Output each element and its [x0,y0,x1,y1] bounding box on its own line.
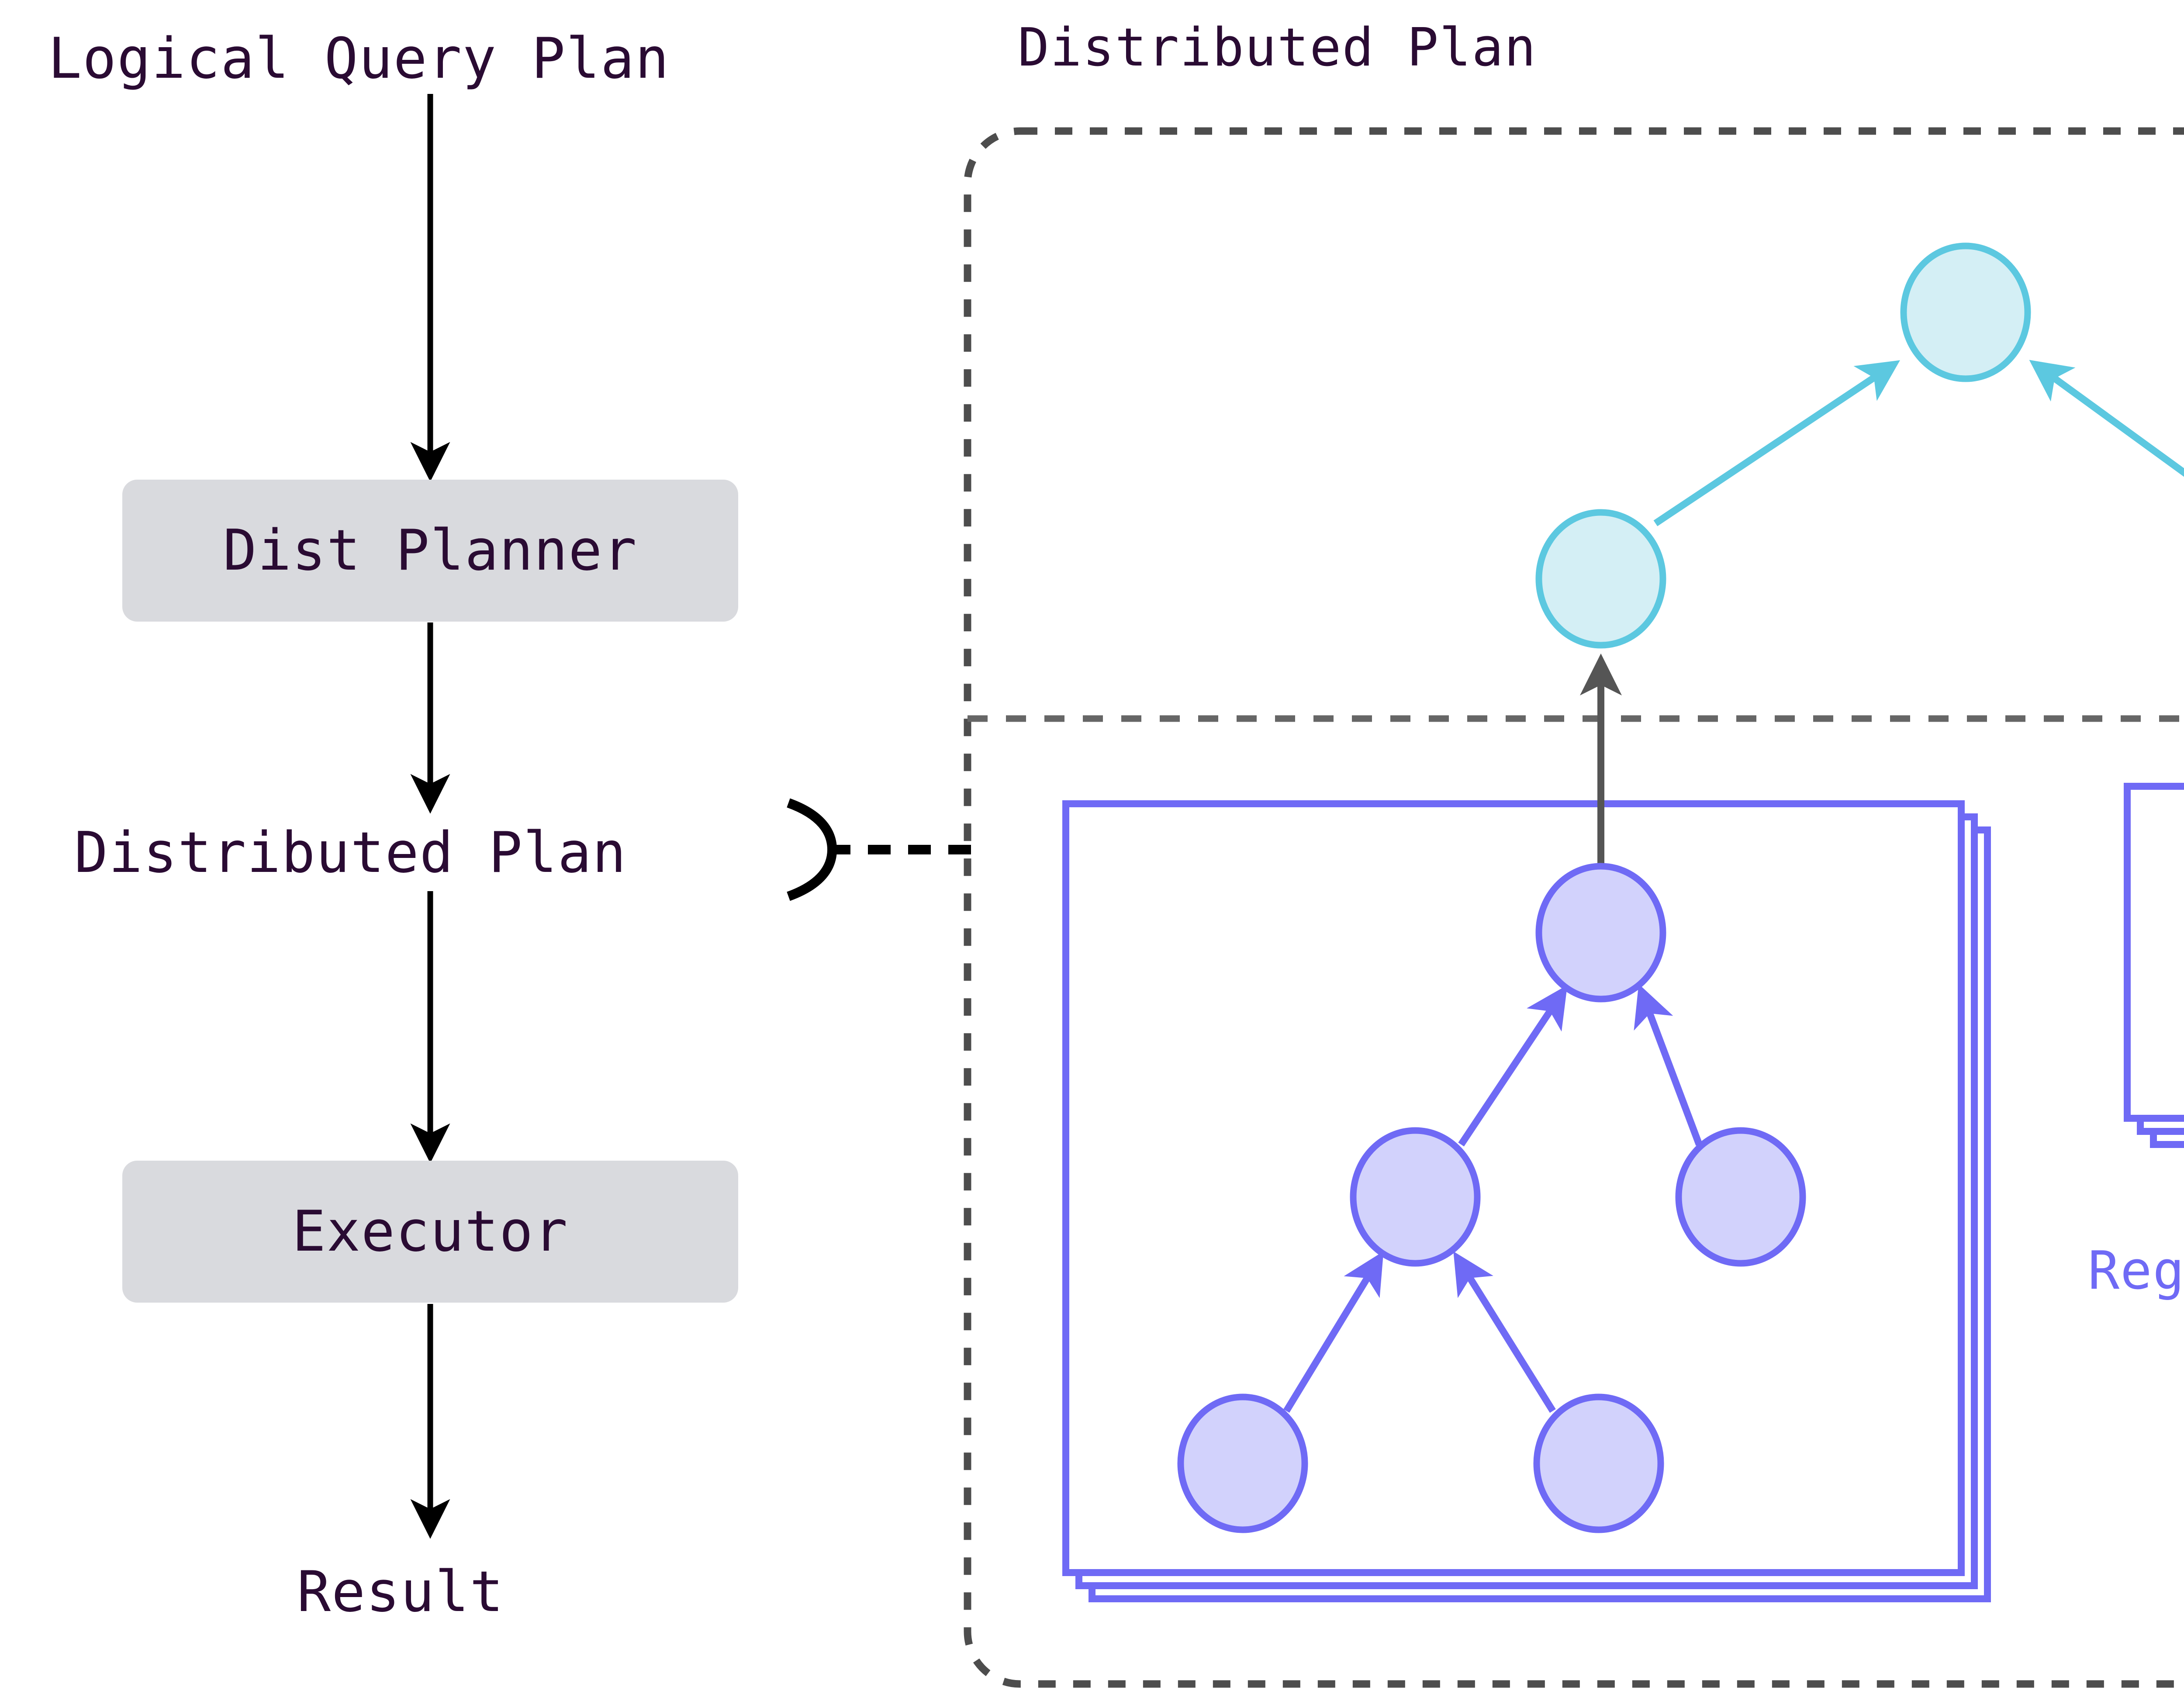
datanode-edge-ll-l [1283,1251,1384,1413]
logical-query-plan-label: Logical Query Plan [48,26,670,91]
result-label: Result [297,1559,505,1625]
region-layer-front [2124,783,2184,1122]
datanode-edge-l-root [1458,985,1568,1147]
frontend-edge-right [2029,360,2184,477]
frontend-edges [1653,360,2184,526]
datanode-node-mid-right[interactable] [1675,1127,1806,1267]
distributed-plan-container [964,127,2184,1688]
distributed-plan-title: Distributed Plan [1018,17,1537,78]
datanode-nodes[interactable] [1177,863,2184,1533]
datanode-edges [1283,984,1703,1413]
datanode-edge-r-root [1634,984,1703,1146]
distributed-plan-intermediate-label: Distributed Plan [74,820,627,885]
datanode-node-root-left[interactable] [1535,863,1666,1003]
datanode-node-leaf-right[interactable] [1533,1393,1664,1533]
executor-label: Executor [292,1199,569,1264]
frontend-node-root[interactable] [1900,242,2031,382]
stage-arrows [1580,653,1622,867]
datanode-edge-lr-l [1453,1251,1556,1413]
frontend-node-left[interactable] [1535,509,1666,649]
frontend-edge-left [1653,360,1900,526]
dist-planner-box[interactable] [122,480,738,622]
dist-planner-label: Dist Planner [223,518,638,583]
datanode-node-mid-left[interactable] [1350,1127,1481,1267]
regions-label: Regions [2088,1241,2184,1301]
executor-box[interactable] [122,1161,738,1303]
frontend-nodes[interactable] [1535,242,2184,649]
region-stack-right[interactable] [2124,783,2184,1148]
datanode-node-leaf-left[interactable] [1177,1393,1308,1533]
distplan-bracket-icon [787,798,837,901]
region-layer-front [1062,800,1965,1576]
